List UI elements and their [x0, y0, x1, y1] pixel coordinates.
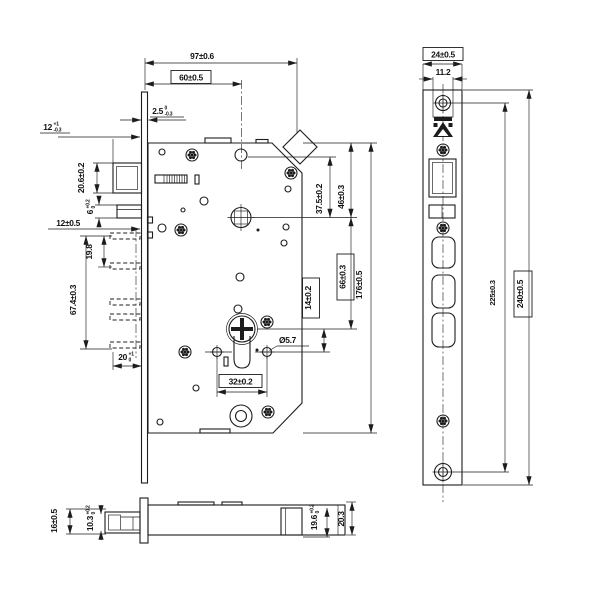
dim-deadbolt-depth: 20 +1 0: [112, 352, 142, 370]
dim-case-height: 176±0.5: [354, 270, 364, 299]
dim-hub-to-cylinder: 66±0.3: [338, 264, 348, 288]
bottom-bushing: [229, 404, 253, 428]
bottom-view-dimensions: 16±0.5 10.3 +0.2 0 19.6 +0.2 0 20.3: [49, 501, 356, 540]
svg-text:+0.2: +0.2: [86, 199, 92, 208]
svg-text:19.6: 19.6: [309, 514, 319, 530]
latch-opening: [428, 158, 457, 198]
case-bottom-tab: [199, 428, 231, 434]
torx-screw-icon: [284, 166, 298, 180]
dim-case-depth-inner: 19.6 +0.2 0: [303, 504, 330, 538]
auxiliary-bolt: [116, 204, 143, 219]
corner-diamond-marker: [282, 129, 318, 165]
bottom-tab: [221, 501, 243, 506]
case-top-notch: [255, 138, 269, 144]
slide-block: [280, 507, 303, 536]
svg-text:20.3: 20.3: [336, 511, 346, 527]
torx-screw-icon: [261, 405, 275, 419]
svg-text:0: 0: [315, 511, 321, 514]
deadbolt-slots: [431, 236, 456, 348]
dim-screw-centers: 225±0.3: [488, 280, 497, 305]
cylinder-stop: [223, 356, 229, 367]
dim-faceplate-length: 240±0.5: [515, 279, 525, 308]
dim-aux-bolt-position: 12±0.5: [48, 218, 141, 232]
dim-latch-height: 20.6±0.2: [76, 162, 114, 194]
stop-pin: [194, 174, 200, 185]
dim-overall-width: 97±0.6: [190, 51, 214, 61]
dim-top-hole-to-hub: 37.5±0.2: [314, 183, 324, 214]
svg-text:20: 20: [118, 352, 127, 362]
svg-text:0: 0: [91, 206, 97, 209]
svg-text:2.5: 2.5: [152, 106, 163, 116]
lock-case-outline: [147, 142, 303, 434]
front-view: [109, 58, 377, 484]
torx-screw-icon: [185, 148, 199, 162]
dim-hole-diameter: Ø5.7: [269, 335, 309, 351]
front-view-dimensions: 97±0.6 60±0.5 2.5 0 -0.3 12 +1 -0.3 20.6…: [40, 51, 374, 434]
case-holes: [156, 148, 292, 426]
svg-text:10.3: 10.3: [85, 515, 95, 531]
svg-text:-0.3: -0.3: [54, 128, 62, 134]
deadbolt-hidden: [109, 228, 141, 358]
dim-latch-width: 16±0.5: [49, 508, 59, 532]
svg-text:20.6±0.2: 20.6±0.2: [76, 162, 86, 193]
aux-opening: [428, 204, 456, 219]
svg-text:-0.3: -0.3: [165, 112, 173, 118]
svg-text:12: 12: [43, 122, 52, 132]
svg-text:6: 6: [85, 209, 95, 214]
dim-latch-inner-width: 10.3 +0.2 0: [85, 505, 104, 540]
faceplate-lug: [146, 231, 154, 239]
svg-text:+0.2: +0.2: [310, 504, 316, 513]
svg-text:0: 0: [91, 512, 97, 515]
svg-text:67.4±0.3: 67.4±0.3: [68, 284, 78, 315]
bottom-view: [104, 497, 346, 544]
latch-bolt: [112, 162, 143, 194]
phillips-screw-icon: [433, 93, 453, 113]
faceplate-dimensions: 24±0.5 11.2 225±0.3 240±0.5: [419, 47, 533, 486]
faceplate-flange: [139, 497, 149, 544]
dim-fixing-hole-span: 32±0.2: [229, 377, 253, 387]
dim-top-to-hub: 46±0.3: [336, 184, 346, 208]
dim-faceplate-thickness: 2.5 0 -0.3: [120, 106, 186, 123]
cylinder-hole: [226, 313, 258, 369]
torx-screw-icon: [178, 345, 192, 359]
dim-case-depth: 20.3: [336, 501, 356, 536]
phillips-cross: [231, 318, 253, 340]
faceplate-view: [422, 84, 463, 502]
latch-bolt-bottom: [104, 511, 141, 534]
svg-text:0: 0: [165, 106, 168, 112]
bottom-tab: [177, 501, 215, 506]
dim-deadbolt-pitch: 19.8: [84, 235, 112, 268]
spindle-hub: [227, 204, 255, 231]
faceplate-lug: [146, 216, 154, 224]
faceplate-edge: [140, 91, 149, 484]
dim-latch-projection: 12 +1 -0.3: [40, 122, 141, 163]
dim-faceplate-width: 24±0.5: [431, 50, 455, 60]
svg-text:Ø5.7: Ø5.7: [279, 335, 297, 345]
dim-recess-width: 11.2: [436, 67, 451, 77]
svg-text:+0.2: +0.2: [86, 505, 92, 514]
faceplate-outline: [422, 89, 463, 486]
svg-text:+1: +1: [129, 352, 135, 358]
spring-detail: [154, 174, 188, 184]
dim-cylinder-to-hole: 14±0.2: [303, 285, 313, 309]
torx-screw-icon: [260, 315, 274, 329]
phillips-screw-icon: [432, 461, 454, 483]
svg-text:0: 0: [129, 358, 132, 364]
brand-logo-triangle: [433, 117, 453, 137]
dim-deadbolt-span: 67.4±0.3: [68, 235, 112, 350]
dim-aux-bolt-height: 6 +0.2 0: [85, 195, 119, 228]
svg-text:19.8: 19.8: [84, 244, 94, 260]
case-top-tab: [204, 137, 232, 144]
dim-backset: 60±0.5: [179, 73, 203, 83]
svg-text:+1: +1: [54, 122, 60, 128]
svg-text:12±0.5: 12±0.5: [56, 218, 80, 228]
torx-screw-icon: [174, 223, 188, 237]
